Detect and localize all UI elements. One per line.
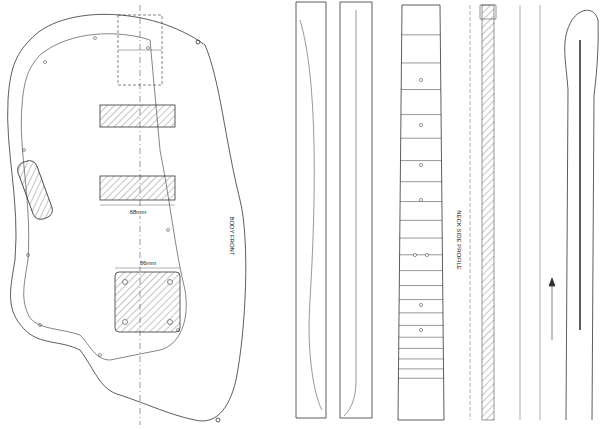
strap-button xyxy=(196,40,200,44)
neck-side-contour xyxy=(344,10,356,416)
dimension-line xyxy=(540,5,541,420)
arrow-line xyxy=(552,280,553,340)
fret-line xyxy=(399,325,443,326)
fret-lines xyxy=(398,35,443,378)
arrow-head xyxy=(549,278,555,286)
neck-pocket xyxy=(118,15,162,85)
neck-pickup-cavity xyxy=(15,158,54,221)
fret-line xyxy=(401,114,441,115)
fret-line xyxy=(398,368,443,369)
pocket-line xyxy=(118,50,162,51)
fret-line xyxy=(402,34,441,35)
dimension-line xyxy=(115,268,180,269)
fret-line xyxy=(399,348,444,349)
fret-line xyxy=(401,89,441,90)
truss-rod xyxy=(579,40,581,330)
dimension-label: 68mm xyxy=(129,209,148,216)
neck-contour xyxy=(300,20,322,410)
fret-line xyxy=(399,285,442,286)
dimension-line xyxy=(520,5,521,420)
fret-line xyxy=(398,378,443,379)
fret-line xyxy=(399,358,444,359)
dimension-label: 86mm xyxy=(139,260,158,267)
fret-line xyxy=(399,299,443,300)
fret-line xyxy=(400,254,443,255)
neck-blank xyxy=(296,2,326,418)
fret-slot-strip xyxy=(482,5,494,420)
view-title: NECK SIDE PROFILE xyxy=(456,209,463,271)
fret-line xyxy=(399,312,443,313)
dimension-line xyxy=(100,205,175,206)
fret-line xyxy=(401,138,442,139)
profile-line xyxy=(470,5,471,420)
neck-side xyxy=(340,2,372,418)
nut-detail xyxy=(480,5,496,19)
fret-line xyxy=(400,220,442,221)
fret-line xyxy=(401,160,442,161)
pickup-cavity xyxy=(100,176,175,200)
view-title: BODY FRONT xyxy=(229,215,236,256)
bridge-holes xyxy=(123,280,173,325)
fret-line xyxy=(399,270,442,271)
fret-line xyxy=(401,62,440,63)
neck-headstock xyxy=(565,10,598,420)
body-outline xyxy=(8,14,246,421)
fretboard xyxy=(398,5,444,420)
strap-button xyxy=(216,418,220,422)
fret-line xyxy=(400,238,442,239)
fret-markers xyxy=(413,78,428,331)
pickup-cavity xyxy=(100,105,175,127)
bridge-plate xyxy=(115,272,180,332)
fret-line xyxy=(400,181,441,182)
fret-line xyxy=(399,337,443,338)
